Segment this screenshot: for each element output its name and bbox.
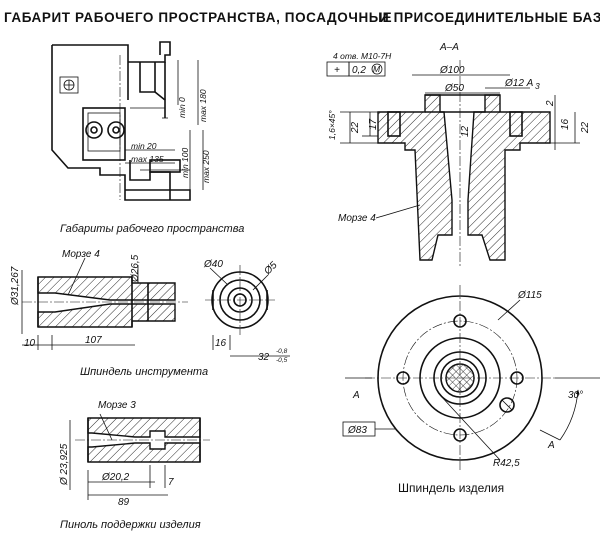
tool-d31267: Ø31,267 — [10, 266, 21, 306]
ps-section-a1: А — [352, 390, 360, 401]
aa-tol-mod: М — [373, 64, 381, 74]
title-part1: ГАБАРИТ РАБОЧЕГО ПРОСТРАНСТВА, ПОСАДОЧНЫ… — [4, 10, 392, 25]
work-dim-max180: max 180 — [198, 89, 208, 122]
aa-morse: Морзе 4 — [338, 213, 376, 224]
ps-d115: Ø115 — [517, 290, 542, 301]
section-aa-view: А–А 4 отв. М10-7Н + 0,2 М Ø100 Ø50 Ø12 А… — [326, 42, 591, 268]
aa-tol-val: 0,2 — [352, 65, 366, 76]
title-part2: И ПРИСОЕДИНИТЕЛЬНЫЕ БАЗЫ — [379, 10, 600, 25]
aa-dim22a: 22 — [350, 121, 361, 134]
aa-d12: Ø12 А — [504, 78, 534, 89]
tool-d5: Ø5 — [262, 260, 280, 278]
section-aa-label: А–А — [439, 42, 459, 53]
aa-dim12: 12 — [460, 125, 471, 137]
quill-len89: 89 — [118, 497, 130, 508]
aa-holes: 4 отв. М10-7Н — [333, 51, 392, 61]
quill-morse: Морзе 3 — [98, 400, 136, 411]
tool-spindle-caption: Шпиндель инструмента — [80, 366, 208, 378]
tool-spindle-end-view: Ø40 Ø5 16 32 -0,8 -0,5 — [203, 259, 290, 364]
work-space-caption: Габариты рабочего пространства — [60, 223, 244, 235]
ps-angle: 30° — [568, 390, 583, 401]
quill-len7: 7 — [168, 477, 174, 488]
ps-r425: R42,5 — [493, 458, 520, 469]
tool-len10: 10 — [24, 338, 36, 349]
ps-section-a2: А — [547, 440, 555, 451]
aa-dim16: 16 — [560, 118, 571, 130]
aa-dim2: 2 — [545, 100, 556, 107]
work-dim-min100: min 100 — [180, 147, 190, 178]
aa-tol-sym: + — [334, 65, 340, 76]
ps-d83: Ø83 — [347, 425, 367, 436]
work-space-view: min 0 max 180 min 20 max 135 min 100 max… — [51, 41, 211, 201]
quill-view: Морзе 3 Ø 23,925 Ø20,2 7 89 — [59, 400, 210, 508]
tool-tol-lower: -0,5 — [276, 357, 288, 364]
quill-caption: Пиноль поддержки изделия — [60, 519, 201, 531]
work-dim-max135: max 135 — [131, 154, 164, 164]
tool-tol-upper: -0,8 — [276, 348, 288, 355]
tool-d40: Ø40 — [203, 259, 223, 270]
quill-d23925: Ø 23,925 — [59, 443, 70, 486]
aa-d50: Ø50 — [444, 83, 464, 94]
aa-dim22b: 22 — [580, 121, 591, 134]
work-dim-max250: max 250 — [201, 150, 211, 183]
tool-d265: Ø26,5 — [130, 254, 141, 283]
aa-dim17: 17 — [368, 118, 379, 130]
product-spindle-view: Ø83 Ø115 R42,5 30° А А — [342, 285, 600, 470]
aa-d12-sub: 3 — [535, 81, 540, 91]
product-spindle-caption: Шпиндель изделия — [398, 481, 504, 495]
tool-len16: 16 — [215, 338, 227, 349]
tool-len107: 107 — [85, 335, 102, 346]
tool-morse: Морзе 4 — [62, 249, 100, 260]
quill-d202: Ø20,2 — [101, 472, 130, 483]
tool-len32: 32 — [258, 352, 270, 363]
work-dim-min20: min 20 — [131, 141, 157, 151]
tool-spindle-view: Морзе 4 Ø31,267 Ø26,5 10 107 — [10, 249, 188, 350]
work-dim-min0: min 0 — [177, 97, 187, 118]
aa-d100: Ø100 — [439, 65, 465, 76]
aa-chamfer: 1,6×45° — [327, 110, 337, 140]
